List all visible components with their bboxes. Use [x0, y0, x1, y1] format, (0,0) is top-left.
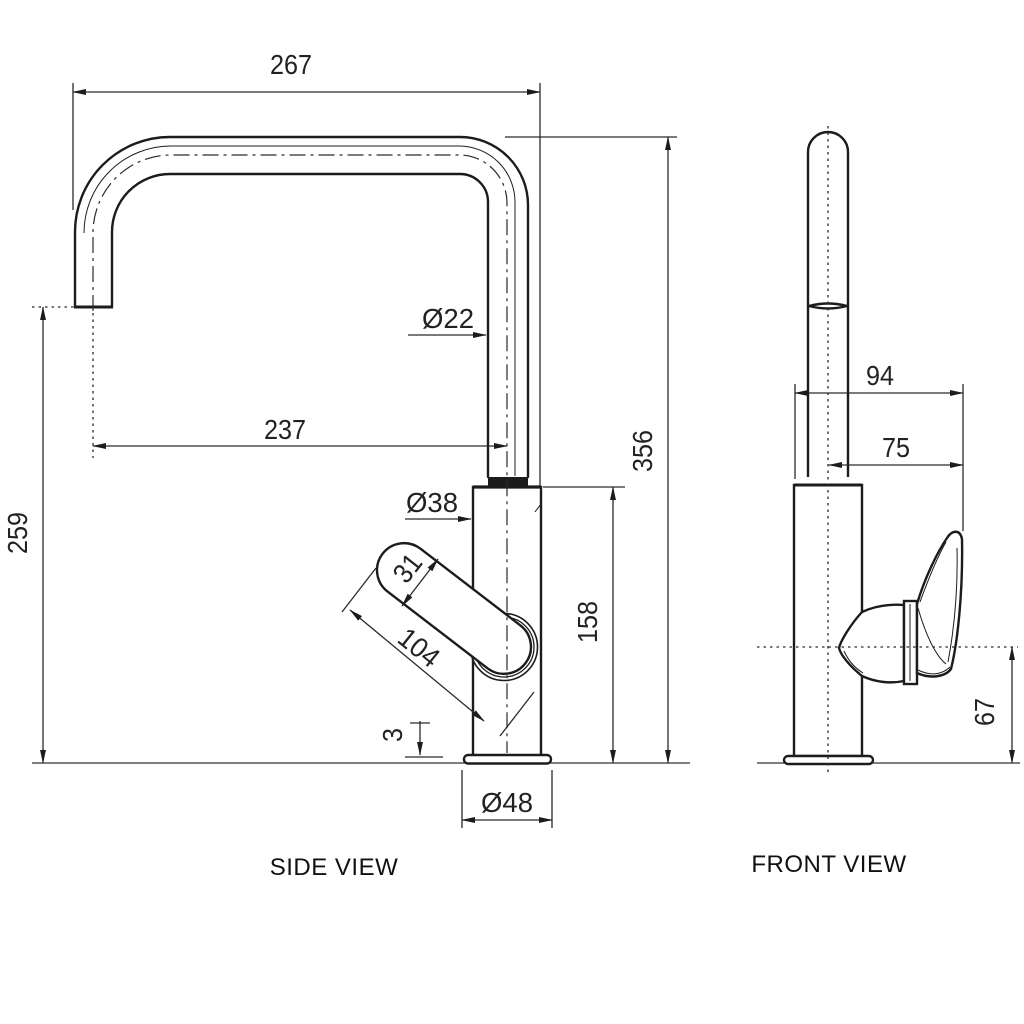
spout-outer-profile	[73, 135, 530, 479]
dim-158: 158	[543, 486, 625, 764]
lever-detail-2	[917, 607, 947, 665]
front-view-title: FRONT VIEW	[751, 851, 906, 878]
dim-356: 356	[505, 136, 677, 764]
lever-detail-1	[947, 547, 958, 663]
dim-356-label: 356	[627, 430, 658, 472]
base-flange-side	[462, 753, 553, 765]
dim-267: 267	[72, 49, 541, 486]
dim-3-label: 3	[377, 728, 408, 742]
dim-237: 237	[92, 414, 508, 449]
dim-dia38: Ø38	[405, 487, 472, 522]
dim-267-label: 267	[270, 49, 312, 80]
handle-mount-front	[837, 603, 906, 684]
front-view-drawing: 94 75 67 FRONT VIEW	[751, 126, 1020, 878]
dim-dia48: Ø48	[461, 770, 553, 828]
dim-dia48-label: Ø48	[481, 787, 533, 818]
handle-mount-detail	[843, 650, 864, 674]
side-view-title: SIDE VIEW	[270, 854, 399, 881]
dim-158-label: 158	[572, 601, 603, 643]
dim-dia22-label: Ø22	[422, 303, 474, 334]
dim-67-label: 67	[969, 698, 1000, 726]
side-view-drawing: 267 237 259 356 158 Ø22	[2, 49, 690, 881]
dim-94-label: 94	[866, 360, 894, 391]
lever-detail-4	[917, 666, 951, 675]
dim-67: 67	[969, 646, 1015, 764]
dim-dia22: Ø22	[408, 303, 487, 338]
dim-75-label: 75	[882, 432, 910, 463]
spout-body-joint	[488, 477, 528, 486]
lever-detail-3	[919, 541, 947, 603]
dim-237-label: 237	[264, 414, 306, 445]
dim-259-label: 259	[2, 512, 33, 554]
dim-3: 3	[377, 721, 443, 758]
dim-75: 75	[828, 432, 964, 468]
body-edge-notch	[534, 503, 542, 513]
dim-94: 94	[794, 360, 964, 531]
spout-highlight-line	[83, 145, 516, 476]
dim-259: 259	[2, 306, 46, 764]
dim-dia38-label: Ø38	[406, 487, 458, 518]
handle-lever-front	[915, 530, 964, 678]
spout-inner-profile	[110, 172, 490, 479]
spout-centerline	[92, 154, 508, 753]
